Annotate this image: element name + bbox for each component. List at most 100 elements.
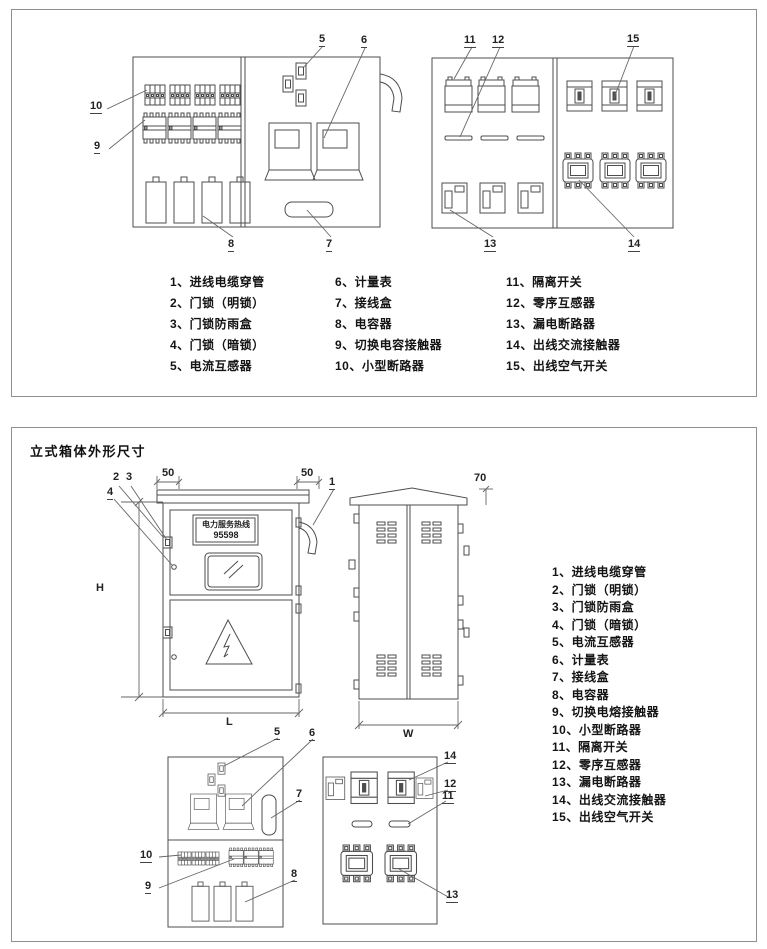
legend-item: 12、零序互感器 bbox=[506, 296, 596, 310]
legend-item: 3、门锁防雨盒 bbox=[552, 600, 635, 614]
mini-breaker-symbol bbox=[169, 84, 191, 106]
legend-item: 4、门锁（暗锁） bbox=[170, 338, 265, 352]
zero-sequence-ct-symbol bbox=[516, 135, 545, 141]
callout-11: 11 bbox=[464, 34, 476, 48]
zero-sequence-ct-symbol bbox=[351, 820, 373, 828]
legend-item: 12、零序互感器 bbox=[552, 758, 642, 772]
legend-item: 5、电流互感器 bbox=[170, 359, 253, 373]
capacitor-contactor-symbol bbox=[167, 112, 192, 144]
cabinet-a-drawing bbox=[132, 56, 403, 228]
interior-b-drawing bbox=[322, 756, 438, 925]
legend-item: 7、接线盒 bbox=[335, 296, 393, 310]
dim-right-overhang: 50 bbox=[301, 467, 314, 479]
legend-item: 14、出线交流接触器 bbox=[506, 338, 621, 352]
callout-5: 5 bbox=[274, 726, 281, 740]
legend-item: 13、漏电断路器 bbox=[506, 317, 596, 331]
legend-item: 9、切换电容接触器 bbox=[335, 338, 443, 352]
callout-14: 14 bbox=[444, 750, 457, 764]
isolator-switch-symbol bbox=[511, 76, 540, 113]
legend-item: 1、进线电缆穿管 bbox=[170, 275, 265, 289]
legend-item: 9、切换电熔接触器 bbox=[552, 705, 660, 719]
capacitor-contactor-symbol bbox=[217, 112, 242, 144]
current-transformer-symbol bbox=[217, 762, 226, 775]
current-transformer-symbol bbox=[295, 89, 307, 107]
mini-breaker-symbol bbox=[194, 84, 216, 106]
energy-meter-symbol bbox=[187, 793, 220, 830]
capacitor-symbol bbox=[235, 881, 254, 922]
air-switch-symbol bbox=[350, 771, 378, 805]
legend-item: 8、电容器 bbox=[335, 317, 393, 331]
callout-14: 14 bbox=[628, 238, 641, 252]
dimension-line-art bbox=[113, 476, 493, 928]
energy-meter-symbol bbox=[312, 122, 364, 181]
callout-10: 10 bbox=[140, 849, 153, 863]
callout-11: 11 bbox=[442, 790, 454, 804]
side-elevation-drawing bbox=[348, 487, 470, 700]
callout-7: 7 bbox=[296, 788, 303, 802]
callout-5: 5 bbox=[319, 33, 326, 47]
capacitor-contactor-symbol bbox=[142, 112, 167, 144]
legend-item: 8、电容器 bbox=[552, 688, 610, 702]
leakage-breaker-symbol bbox=[479, 182, 506, 214]
leakage-breaker-symbol bbox=[415, 777, 434, 799]
dimension-drawing-panel: 立式箱体外形尺寸 电力服务热线 95598 50 50 70 H L W 2 3… bbox=[11, 427, 757, 942]
mini-breaker-symbol bbox=[219, 84, 241, 106]
current-transformer-symbol bbox=[295, 62, 307, 80]
capacitor-symbol bbox=[213, 881, 232, 922]
capacitor-symbol bbox=[145, 176, 167, 224]
callout-1: 1 bbox=[329, 476, 336, 490]
ac-contactor-symbol bbox=[599, 152, 631, 189]
callout-15: 15 bbox=[627, 33, 640, 47]
leakage-breaker-symbol bbox=[441, 182, 468, 214]
callout-12: 12 bbox=[492, 34, 505, 48]
legend-item: 6、计量表 bbox=[552, 653, 610, 667]
callout-2: 2 bbox=[113, 471, 120, 483]
capacitor-contactor-symbol bbox=[228, 847, 244, 867]
legend-item: 2、门锁（明锁） bbox=[170, 296, 265, 310]
ac-contactor-symbol bbox=[562, 152, 594, 189]
hotline-number: 95598 bbox=[213, 529, 239, 540]
callout-9: 9 bbox=[94, 140, 101, 154]
cabinet-b-drawing bbox=[431, 57, 674, 229]
legend-item: 5、电流互感器 bbox=[552, 635, 635, 649]
leakage-breaker-symbol bbox=[517, 182, 544, 214]
callout-leader-lines bbox=[113, 485, 335, 566]
air-switch-symbol bbox=[566, 80, 593, 112]
legend-item: 3、门锁防雨盒 bbox=[170, 317, 253, 331]
cable-conduit-symbol bbox=[379, 73, 403, 113]
legend-item: 10、小型断路器 bbox=[335, 359, 425, 373]
mini-breaker-symbol bbox=[177, 851, 192, 866]
capacitor-contactor-symbol bbox=[192, 112, 217, 144]
callout-8: 8 bbox=[228, 238, 235, 252]
dim-width: W bbox=[403, 728, 414, 740]
dimension-lines bbox=[121, 476, 493, 730]
current-transformer-symbol bbox=[207, 773, 216, 786]
dim-length: L bbox=[226, 716, 233, 728]
callout-6: 6 bbox=[361, 34, 368, 48]
mini-breaker-symbol bbox=[205, 851, 220, 866]
cable-conduit-symbol bbox=[298, 521, 318, 555]
zero-sequence-ct-symbol bbox=[480, 135, 509, 141]
isolator-switch-symbol bbox=[444, 76, 473, 113]
callout-13: 13 bbox=[446, 889, 459, 903]
legend-item: 11、隔离开关 bbox=[552, 740, 629, 754]
louver-vents bbox=[376, 521, 442, 677]
capacitor-symbol bbox=[173, 176, 195, 224]
callout-4: 4 bbox=[107, 486, 114, 500]
dim-side-overhang: 70 bbox=[474, 472, 487, 484]
legend-item: 14、出线交流接触器 bbox=[552, 793, 667, 807]
mini-breaker-symbol bbox=[144, 84, 166, 106]
hotline-text: 电力服务热线 bbox=[202, 520, 250, 530]
callout-10: 10 bbox=[90, 100, 103, 114]
current-transformer-symbol bbox=[217, 784, 226, 797]
zero-sequence-ct-symbol bbox=[444, 135, 473, 141]
interior-layout-panel: 5 6 10 9 8 7 11 12 15 13 14 1、进线电缆穿管 2、门… bbox=[11, 9, 757, 397]
legend-item: 6、计量表 bbox=[335, 275, 393, 289]
legend-item: 7、接线盒 bbox=[552, 670, 610, 684]
callout-leader-lines bbox=[106, 45, 635, 238]
ac-contactor-symbol bbox=[635, 152, 667, 189]
front-elevation-drawing bbox=[156, 489, 318, 698]
legend-item: 11、隔离开关 bbox=[506, 275, 583, 289]
section-title: 立式箱体外形尺寸 bbox=[30, 444, 147, 459]
